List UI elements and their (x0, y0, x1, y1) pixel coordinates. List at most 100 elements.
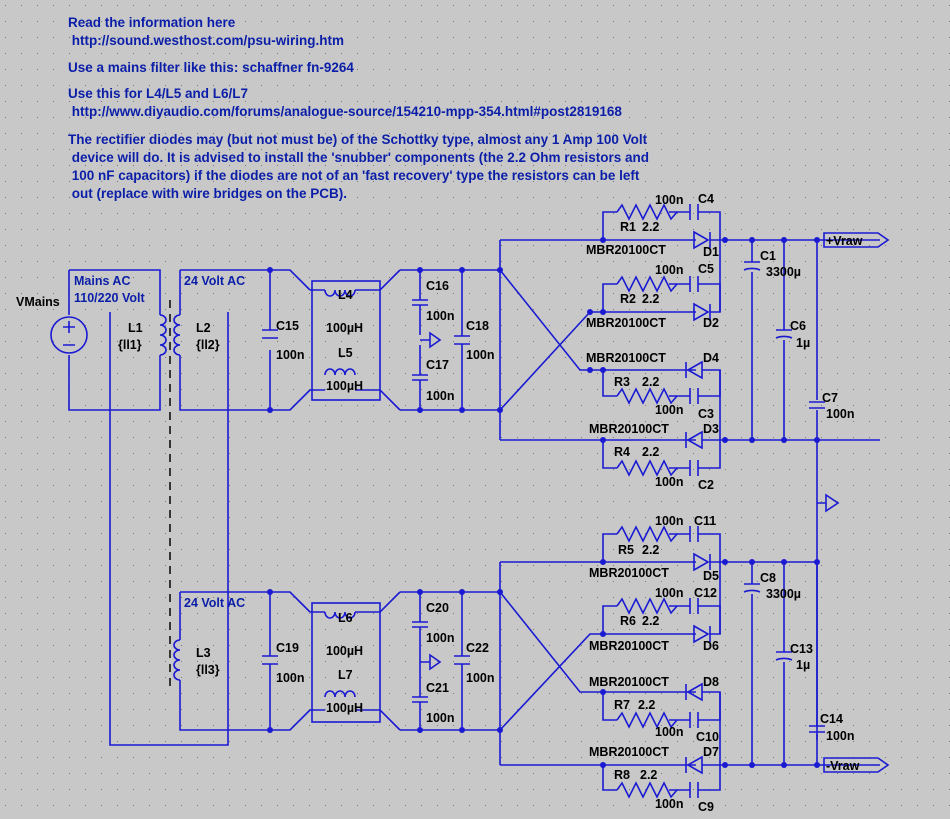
d6-part: MBR20100CT (589, 639, 669, 653)
c7-label: C7 (822, 391, 838, 405)
r8-value: 2.2 (640, 768, 657, 782)
r2-value: 2.2 (642, 292, 659, 306)
c10-value: 100n (655, 725, 684, 739)
r4-value: 2.2 (642, 445, 659, 459)
c2-value: 100n (655, 475, 684, 489)
d3-part: MBR20100CT (589, 422, 669, 436)
secondary-top-label: 24 Volt AC (184, 274, 245, 288)
l2-label: L2 (196, 321, 211, 335)
r7-label: R7 (614, 698, 630, 712)
l6-value: 100µH (326, 644, 363, 658)
c21-label: C21 (426, 681, 449, 695)
c2-label: C2 (698, 478, 714, 492)
l7-label: L7 (338, 668, 353, 682)
c16-label: C16 (426, 279, 449, 293)
c3-label: C3 (698, 407, 714, 421)
c3-value: 100n (655, 403, 684, 417)
pos-output-label: +Vraw (826, 234, 863, 248)
note-para-line4: out (replace with wire bridges on the PC… (68, 186, 348, 201)
c15-value: 100n (276, 348, 305, 362)
r5-value: 2.2 (642, 543, 659, 557)
c5-value: 100n (655, 263, 684, 277)
neg-output-label: -Vraw (826, 759, 860, 773)
coil-l2 (173, 269, 228, 411)
l3-value: {ll3} (196, 663, 220, 677)
c17-value: 100n (426, 389, 455, 403)
l4-label: L4 (338, 288, 353, 302)
l3-label: L3 (196, 646, 211, 660)
d1-label: D1 (703, 245, 719, 259)
r5-label: R5 (618, 543, 634, 557)
l4-value: 100µH (326, 321, 363, 335)
c7-value: 100n (826, 407, 855, 421)
d8-part: MBR20100CT (589, 675, 669, 689)
mains-source (50, 269, 161, 411)
d2-label: D2 (703, 316, 719, 330)
transformer-frame (109, 312, 229, 746)
c18-value: 100n (466, 348, 495, 362)
d7-label: D7 (703, 745, 719, 759)
r2-label: R2 (620, 292, 636, 306)
c19-value: 100n (276, 671, 305, 685)
note-para-line3: 100 nF capacitors) if the diodes are not… (68, 168, 640, 183)
d4-part: MBR20100CT (586, 351, 666, 365)
r1-value: 2.2 (642, 220, 659, 234)
c19-label: C19 (276, 641, 299, 655)
c21-value: 100n (426, 711, 455, 725)
r4-label: R4 (614, 445, 630, 459)
coil-l1 (159, 314, 167, 356)
l5-value: 100µH (326, 379, 363, 393)
r7-value: 2.2 (638, 698, 655, 712)
c16-value: 100n (426, 309, 455, 323)
mains-voltage: 110/220 Volt (74, 291, 145, 305)
c18-label: C18 (466, 319, 489, 333)
mains-title: Mains AC (74, 274, 131, 288)
c13-label: C13 (790, 642, 813, 656)
d1-part: MBR20100CT (586, 243, 666, 257)
l2-value: {ll2} (196, 338, 220, 352)
c20-label: C20 (426, 601, 449, 615)
c22-value: 100n (466, 671, 495, 685)
d5-label: D5 (703, 569, 719, 583)
d5-part: MBR20100CT (589, 566, 669, 580)
c1-label: C1 (760, 249, 776, 263)
r8-label: R8 (614, 768, 630, 782)
c14-label: C14 (820, 712, 843, 726)
l1-label: L1 (128, 321, 143, 335)
note-filter: Use a mains filter like this: schaffner … (68, 60, 354, 75)
c9-label: C9 (698, 800, 714, 814)
c6-value: 1µ (796, 336, 810, 350)
c8-label: C8 (760, 571, 776, 585)
l7-value: 100µH (326, 701, 363, 715)
secondary-bottom-label: 24 Volt AC (184, 596, 245, 610)
d3-label: D3 (703, 422, 719, 436)
vmains-label: VMains (16, 295, 60, 309)
r6-label: R6 (620, 614, 636, 628)
note-link1: http://sound.westhost.com/psu-wiring.htm (68, 33, 344, 48)
c22-label: C22 (466, 641, 489, 655)
note-para-line2: device will do. It is advised to install… (68, 150, 650, 165)
c20-value: 100n (426, 631, 455, 645)
d4-label: D4 (703, 351, 719, 365)
r3-label: R3 (614, 375, 630, 389)
d2-part: MBR20100CT (586, 316, 666, 330)
r1-label: R1 (620, 220, 636, 234)
note-inductors: Use this for L4/L5 and L6/L7 (68, 86, 249, 101)
l5-label: L5 (338, 346, 353, 360)
d7-part: MBR20100CT (589, 745, 669, 759)
note-line1: Read the information here (68, 15, 236, 30)
c6-label: C6 (790, 319, 806, 333)
note-para-line1: The rectifier diodes may (but not must b… (68, 132, 648, 147)
c11-label: C11 (694, 514, 716, 528)
l1-value: {ll1} (118, 338, 142, 352)
c4-value: 100n (655, 193, 684, 207)
note-link2: http://www.diyaudio.com/forums/analogue-… (68, 104, 622, 119)
c11-value: 100n (655, 514, 684, 528)
c13-value: 1µ (796, 658, 810, 672)
d6-label: D6 (703, 639, 719, 653)
r3-value: 2.2 (642, 375, 659, 389)
d8-label: D8 (703, 675, 719, 689)
c9-value: 100n (655, 797, 684, 811)
